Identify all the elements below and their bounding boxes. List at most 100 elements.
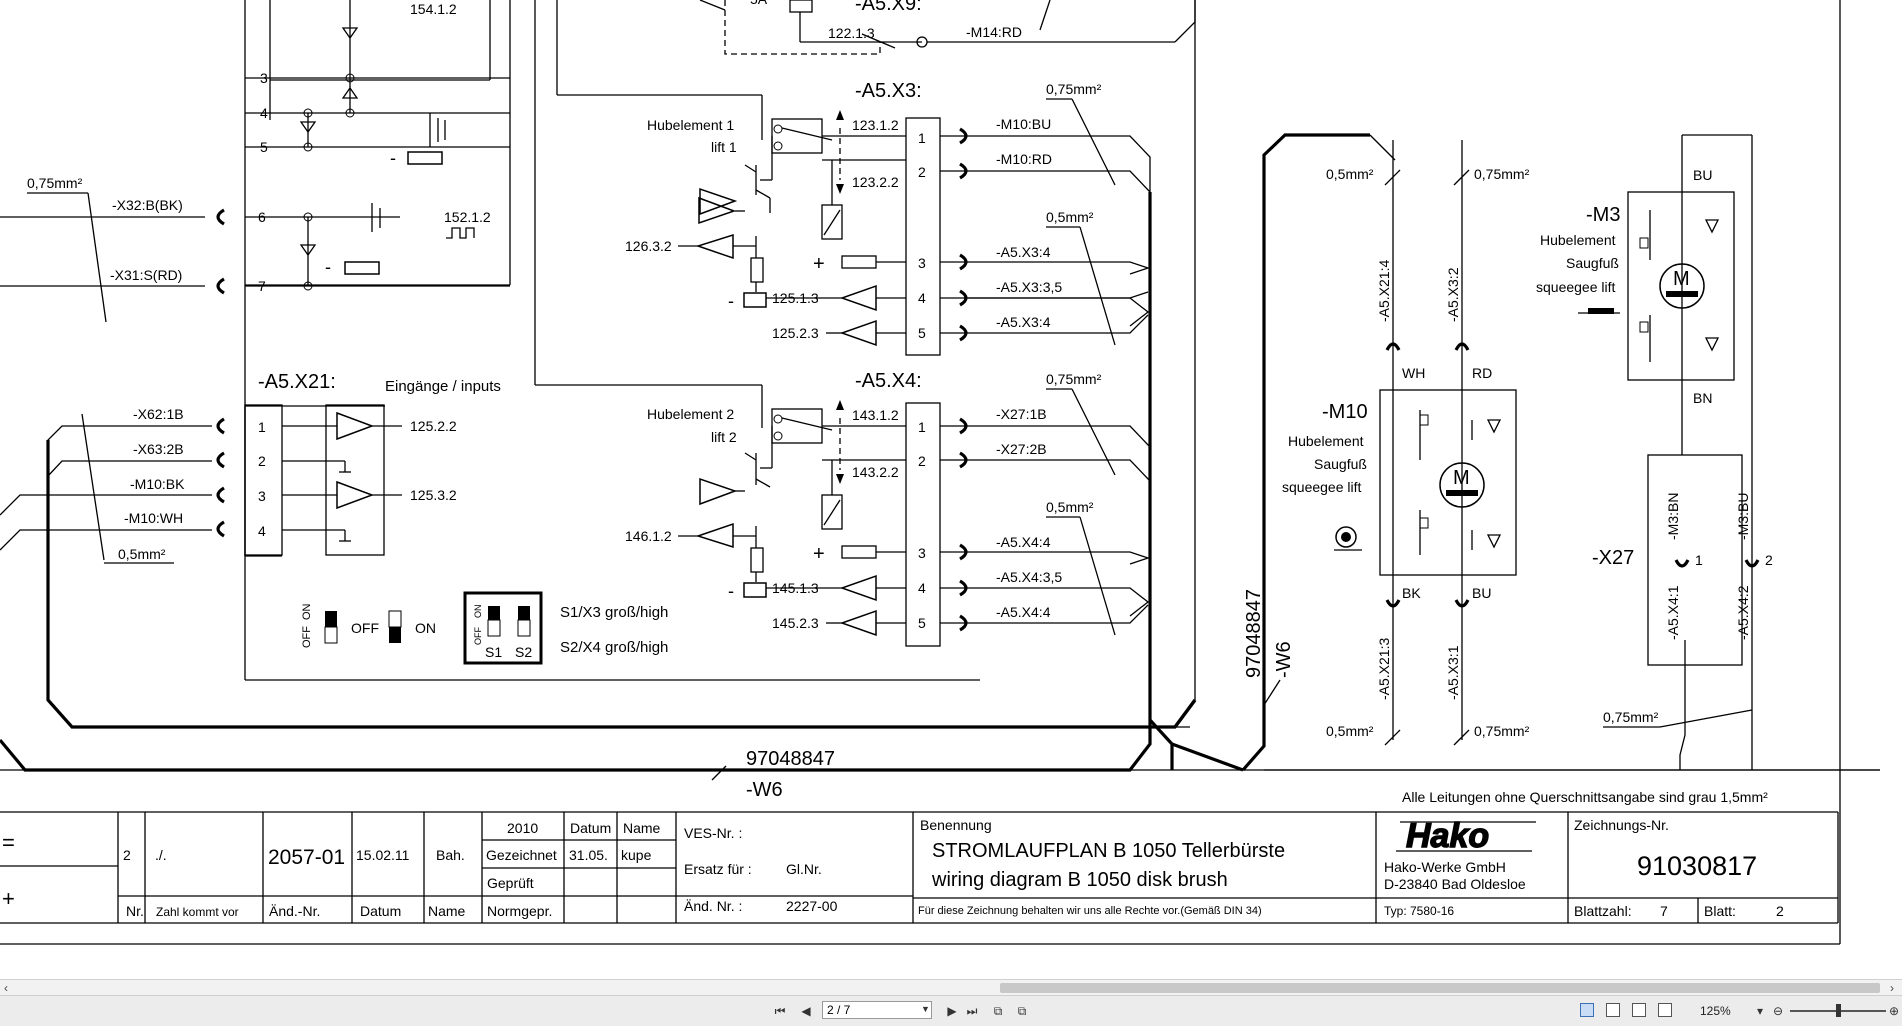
single-page-view-icon[interactable] — [1580, 1003, 1594, 1017]
wire-m14: -M14:RD — [966, 24, 1022, 40]
wire-a5x21-4: -A5.X21:4 — [1376, 260, 1392, 322]
module-x27: -X27 — [1592, 547, 1634, 569]
ref-125-2: 125.2.3 — [772, 325, 819, 341]
tb-gez-date: 31.05. — [569, 847, 608, 863]
wire-bk: BK — [1402, 585, 1421, 601]
horizontal-scrollbar[interactable]: ‹ › — [0, 979, 1902, 996]
tb-col-name: Name — [428, 903, 466, 919]
tb-col-norm: Normgepr. — [487, 903, 552, 919]
tb-typ: Typ: 7580-16 — [1384, 904, 1454, 918]
page-dropdown-icon[interactable]: ▼ — [921, 1004, 930, 1014]
x27-connector — [1647, 454, 1743, 666]
page-number-input[interactable] — [822, 1001, 932, 1019]
svg-text:2: 2 — [918, 453, 926, 469]
wire-rd: RD — [1472, 365, 1492, 381]
zoom-dropdown-icon[interactable]: ▾ — [1756, 1004, 1764, 1018]
m3-hub: Hubelement — [1540, 232, 1616, 248]
two-page-view-icon[interactable] — [1632, 1003, 1646, 1017]
general-note: Alle Leitungen ohne Querschnittsangabe s… — [1402, 789, 1768, 805]
ref-122: 122.1.3 — [828, 25, 875, 41]
continuous-view-icon[interactable] — [1606, 1003, 1620, 1017]
pin-7: 7 — [258, 278, 266, 294]
tb-company: Hako-Werke GmbH — [1384, 859, 1506, 875]
tb-col-date: Datum — [360, 903, 401, 919]
svg-text:4: 4 — [918, 290, 926, 306]
pin-4: 4 — [260, 105, 268, 121]
paste-page-icon[interactable]: ⧉ — [1017, 1003, 1027, 1018]
m3-sq: squeegee lift — [1536, 279, 1616, 295]
first-page-icon[interactable]: ⏮ — [774, 1003, 786, 1018]
tb-blattzahl: 7 — [1660, 903, 1668, 919]
ref-145-1: 145.1.3 — [772, 580, 819, 596]
wire-a5x4-35: -A5.X4:3,5 — [996, 569, 1062, 585]
previous-page-icon[interactable]: ◀ — [801, 1004, 811, 1018]
cable-number-bottom: 97048847 — [746, 748, 835, 770]
dip-s1: S1 — [485, 644, 502, 660]
tb-ves: VES-Nr. : — [684, 825, 742, 841]
tb-rev-name: Bah. — [436, 847, 465, 863]
cross-section-label: 0,5mm² — [1326, 723, 1374, 739]
two-page-continuous-icon[interactable] — [1658, 1003, 1672, 1017]
copy-page-icon[interactable]: ⧉ — [993, 1003, 1003, 1018]
cable-w6-bottom: -W6 — [746, 779, 783, 801]
x21-pin-4: 4 — [258, 523, 266, 539]
cross-section-label: 0,75mm² — [1046, 81, 1102, 97]
last-page-icon[interactable]: ⏭ — [966, 1003, 978, 1018]
cross-section-label: 0,5mm² — [1046, 499, 1094, 515]
wire-m10wh: -M10:WH — [124, 510, 183, 526]
svg-text:M: M — [1453, 467, 1470, 489]
fuse-label: 5A — [750, 0, 768, 7]
m10-sq: squeegee lift — [1282, 479, 1362, 495]
svg-text:1: 1 — [918, 130, 926, 146]
wire-m10rd: -M10:RD — [996, 151, 1052, 167]
cross-section-label: 0,5mm² — [1326, 166, 1374, 182]
m10-hub: Hubelement — [1288, 433, 1364, 449]
ref-125-2-2: 125.2.2 — [410, 418, 457, 434]
ref-146: 146.1.2 — [625, 528, 672, 544]
cross-section-label: 0,75mm² — [1474, 166, 1530, 182]
module-m10: -M10 — [1322, 401, 1368, 423]
module-a5x9: -A5.X9: — [855, 0, 922, 15]
scroll-left-icon[interactable]: ‹ — [4, 981, 8, 995]
scroll-right-icon[interactable]: › — [1890, 981, 1894, 995]
svg-text:OFF: OFF — [473, 627, 483, 645]
cable-w6-right: -W6 — [1273, 641, 1295, 678]
ref-154: 154.1.2 — [410, 1, 457, 17]
x21-pin-2: 2 — [258, 453, 266, 469]
minus-sign: - — [325, 257, 331, 277]
svg-text:+: + — [813, 543, 825, 565]
zoom-slider-thumb[interactable] — [1836, 1004, 1841, 1017]
next-page-icon[interactable]: ▶ — [947, 1004, 957, 1018]
cross-section-label: 0,75mm² — [27, 175, 83, 191]
tb-geprueft: Geprüft — [487, 875, 534, 891]
wire-x27-2b: -X27:2B — [996, 441, 1047, 457]
zoom-out-icon[interactable]: ⊖ — [1772, 1004, 1784, 1018]
m3-housing — [1627, 191, 1735, 381]
tb-blatt-label: Blatt: — [1704, 903, 1736, 919]
wire-x27-1b: -X27:1B — [996, 406, 1047, 422]
tb-zeichnungs-nr: 91030817 — [1637, 851, 1757, 881]
ref-123-1: 123.1.2 — [852, 117, 899, 133]
wire-x63: -X63:2B — [133, 441, 184, 457]
wire-m10bu: -M10:BU — [996, 116, 1051, 132]
x21-pin-3: 3 — [258, 488, 266, 504]
dip-on-text: ON — [415, 620, 436, 636]
cross-section-label: 0,5mm² — [1046, 209, 1094, 225]
zoom-level[interactable]: 125% — [1700, 1004, 1731, 1018]
wire-x62: -X62:1B — [133, 406, 184, 422]
viewer-status-bar: ⏮ ◀ ▼ ▶ ⏭ ⧉ ⧉ 125% ▾ ⊖ ⊕ — [0, 995, 1902, 1026]
tb-rev-nr: 2 — [123, 847, 131, 863]
wire-a5x4-4b: -A5.X4:4 — [996, 604, 1051, 620]
tb-glnr: Gl.Nr. — [786, 861, 822, 877]
scroll-thumb[interactable] — [1000, 983, 1880, 993]
wiring-diagram: - 154.1.2 3 4 5 - 152.1.2 6 7 -X32:B(BK)… — [0, 0, 1880, 945]
pin-5: 5 — [260, 139, 268, 155]
wire-a5x4-4: -A5.X4:4 — [996, 534, 1051, 550]
svg-text:4: 4 — [918, 580, 926, 596]
s2x4-note: S2/X4 groß/high — [560, 639, 668, 656]
hub2-label: Hubelement 2 — [647, 406, 734, 422]
tb-gezeichnet: Gezeichnet — [486, 847, 557, 863]
lift2-label: lift 2 — [711, 429, 737, 445]
zoom-in-icon[interactable]: ⊕ — [1888, 1004, 1900, 1018]
